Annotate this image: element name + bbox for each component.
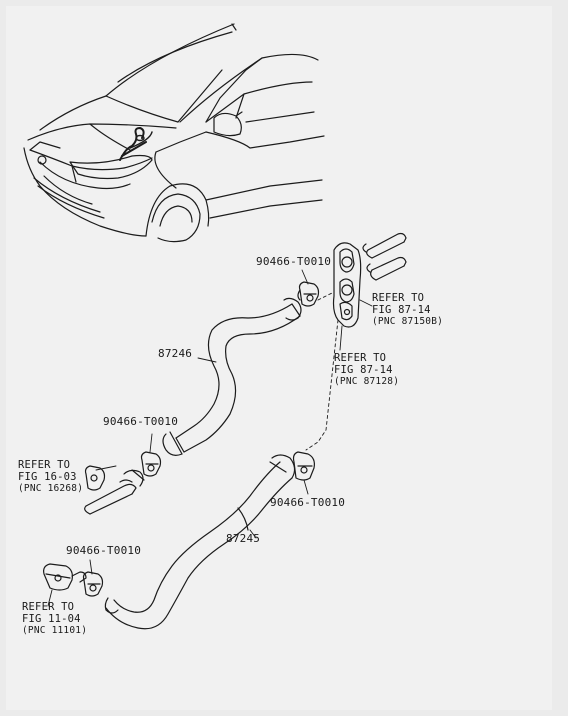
ref-line3: (PNC 16268) [18,483,84,494]
ref-fig-87-14-b: REFER TO FIG 87-14 (PNC 87128) [334,352,399,388]
hose-upper-drawing [162,297,302,456]
part-number-hose-upper: 87246 [158,347,193,360]
part-number-clamp-mid: 90466-T0010 [103,415,179,428]
part-number-clamp-right: 90466-T0010 [270,496,346,509]
ref-line1: REFER TO [372,292,425,304]
part-number-clamp-bottom: 90466-T0010 [66,544,142,557]
clamp-bottom-drawing [82,571,104,597]
clamp-right-drawing [292,451,315,481]
hose-lower-drawing [104,454,296,630]
leader-lines [47,269,373,607]
dashed-connector [305,291,339,451]
ref-fig-87-14-a: REFER TO FIG 87-14 (PNC 87150B) [372,292,443,328]
part-number-clamp-top: 90466-T0010 [256,255,332,268]
part-number-hose-lower: 87245 [226,532,261,545]
car-illustration [23,23,325,243]
pipe-left-drawing [84,465,145,515]
ref-line2: FIG 87-14 [372,304,431,316]
ref-line3: (PNC 11101) [22,625,88,636]
ref-line3: (PNC 87128) [334,376,400,387]
ref-line3: (PNC 87150B) [372,316,444,327]
fitting-lower-left-drawing [43,563,87,591]
ref-line2: FIG 16-03 [18,471,77,483]
ref-line1: REFER TO [18,459,71,471]
clamp-mid-drawing [140,451,162,477]
ref-line1: REFER TO [334,352,387,364]
ref-line2: FIG 11-04 [22,613,81,625]
reservoir-bracket [332,232,407,328]
clamp-top-drawing [297,281,320,307]
ref-fig-11-04: REFER TO FIG 11-04 (PNC 11101) [22,601,87,637]
diagram-sheet [6,6,552,710]
ref-line1: REFER TO [22,601,75,613]
ref-line2: FIG 87-14 [334,364,393,376]
ref-fig-16-03: REFER TO FIG 16-03 (PNC 16268) [18,459,83,495]
